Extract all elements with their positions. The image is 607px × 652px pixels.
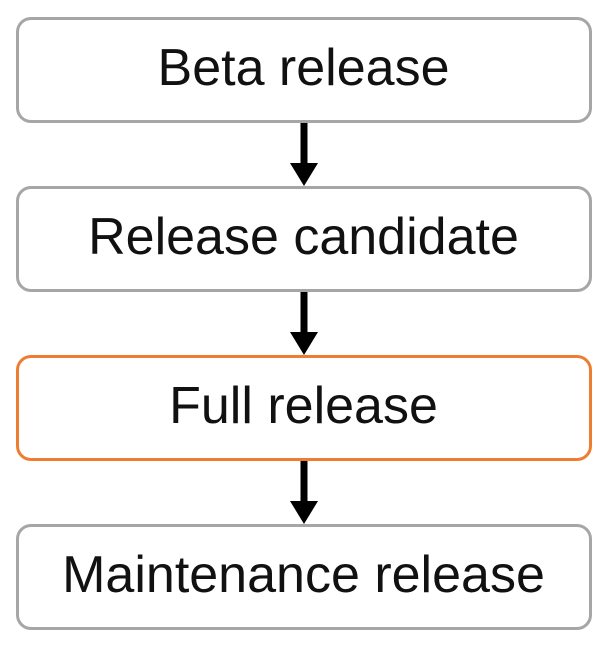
down-arrow-icon	[289, 461, 318, 524]
flow-step-label: Release candidate	[88, 208, 519, 266]
flow-step-label: Maintenance release	[62, 546, 545, 604]
flow-step-release-candidate: Release candidate	[15, 186, 592, 292]
down-arrow-icon	[289, 123, 318, 186]
flow-step-label: Full release	[169, 377, 438, 435]
down-arrow-icon	[289, 292, 318, 355]
flow-step-label: Beta release	[157, 39, 450, 97]
flow-step-maintenance-release: Maintenance release	[15, 524, 592, 630]
flow-step-full-release: Full release	[15, 355, 592, 461]
flow-step-beta-release: Beta release	[15, 17, 592, 123]
